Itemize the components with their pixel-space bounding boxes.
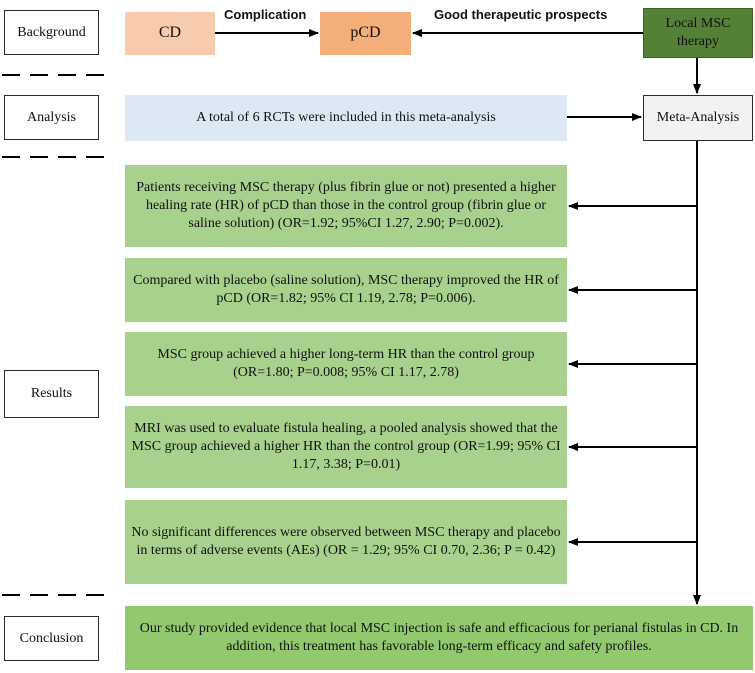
section-results: Results — [4, 370, 99, 418]
pcd-box: pCD — [320, 12, 411, 55]
result-box-4: MRI was used to evaluate fistula healing… — [125, 406, 567, 488]
section-conclusion: Conclusion — [4, 616, 99, 661]
rcts-included-box: A total of 6 RCTs were included in this … — [125, 95, 567, 141]
local-msc-therapy-box: Local MSC therapy — [643, 8, 753, 58]
conclusion-box: Our study provided evidence that local M… — [125, 606, 753, 670]
result-box-1: Patients receiving MSC therapy (plus fib… — [125, 165, 567, 247]
cd-box: CD — [125, 12, 215, 55]
prospects-label: Good therapeutic prospects — [434, 7, 608, 22]
complication-label: Complication — [224, 7, 307, 22]
section-analysis: Analysis — [4, 95, 99, 140]
result-box-5: No significant differences were observed… — [125, 500, 567, 584]
result-box-3: MSC group achieved a higher long-term HR… — [125, 332, 567, 396]
meta-analysis-box: Meta-Analysis — [643, 95, 753, 141]
section-background: Background — [4, 10, 99, 55]
result-box-2: Compared with placebo (saline solution),… — [125, 258, 567, 322]
